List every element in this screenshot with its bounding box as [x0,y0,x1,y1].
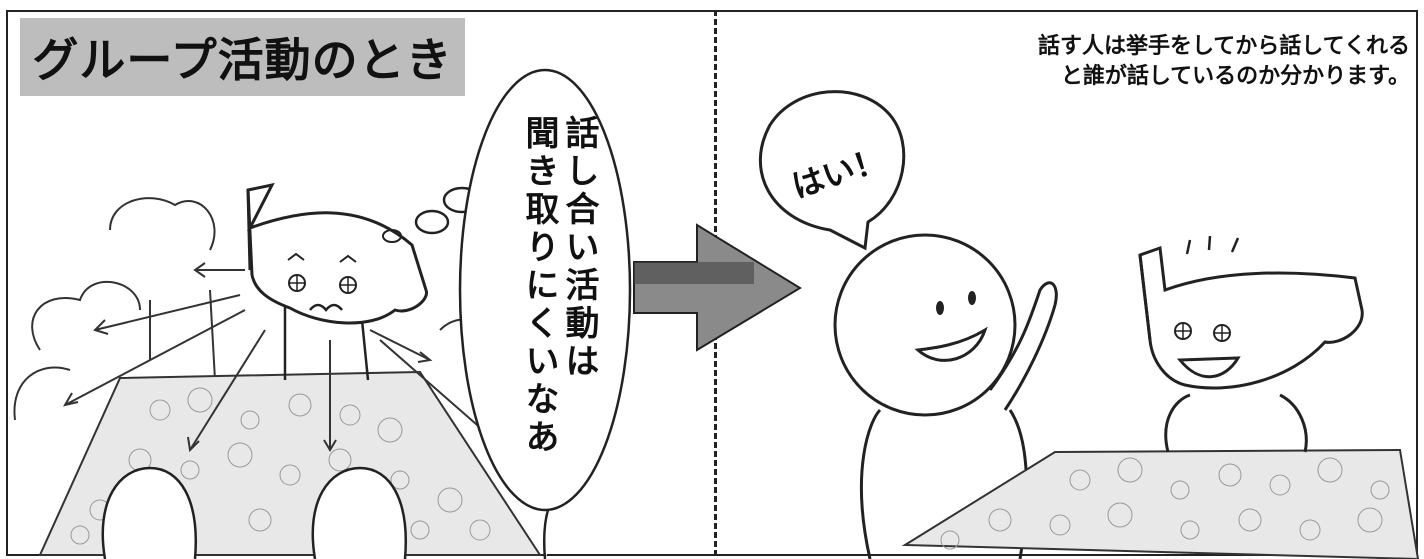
worried-character [246,182,428,381]
thought-bubble [414,68,632,512]
caption-line1: 話す人は挙手をしてから話してくれる [1037,34,1410,59]
speech-bubble [758,90,906,251]
caption-line2: と誰が話しているのか分かります。 [1060,64,1410,89]
transition-arrow [633,223,802,352]
table-right [901,448,1420,559]
sound-arrows [62,262,502,453]
caption: 話す人は挙手をしてから話してくれる と誰が話しているのか分かります。 [930,32,1410,92]
page-title: グループ活動のとき [20,18,465,96]
thought-text-line1: 話し合い活動は [559,115,599,381]
thought-text-line2: 聞き取りにくいなあ [519,115,559,457]
happy-character [1138,235,1364,453]
